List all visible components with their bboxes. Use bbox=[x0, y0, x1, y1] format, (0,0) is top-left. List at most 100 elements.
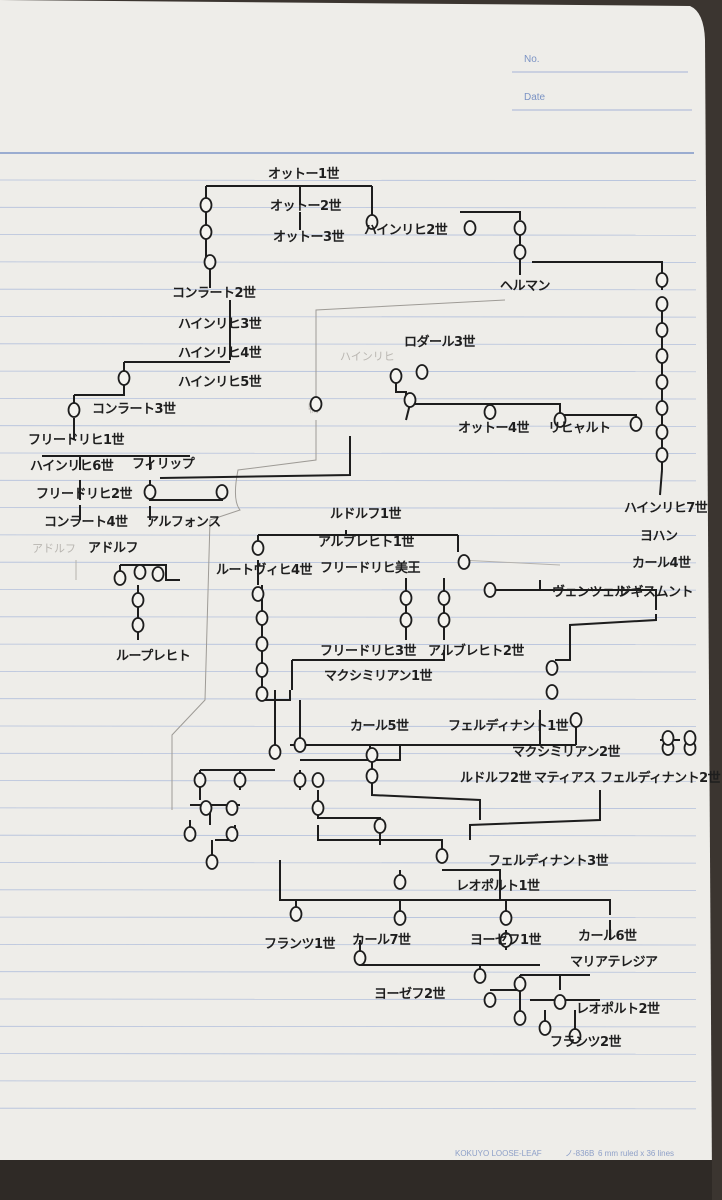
label-heinrich3: ハインリヒ3世 bbox=[178, 316, 262, 332]
tree-node bbox=[655, 424, 669, 440]
pencil-line-3 bbox=[75, 559, 561, 580]
label-leopold1: レオポルト1世 bbox=[456, 878, 540, 894]
ruled-line bbox=[0, 370, 697, 373]
ruled-line bbox=[0, 316, 697, 318]
tree-node bbox=[225, 826, 239, 842]
tree-node bbox=[683, 730, 697, 746]
label-konrad4: コンラート4世 bbox=[44, 514, 128, 530]
tree-node bbox=[151, 566, 165, 582]
label-joseph2: ヨーゼフ2世 bbox=[374, 986, 446, 1002]
tree-node bbox=[113, 570, 127, 586]
line-maximilian1 bbox=[274, 690, 301, 745]
header-date-label: Date bbox=[524, 92, 546, 103]
label-philipp: フィリップ bbox=[132, 457, 196, 472]
label-ferdinand2: フェルディナント2世 bbox=[600, 770, 721, 786]
tree-node bbox=[538, 1020, 552, 1036]
label-albrecht2: アルブレヒト2世 bbox=[428, 643, 524, 659]
line-friedrich-bel bbox=[405, 578, 445, 640]
tree-node bbox=[255, 636, 269, 652]
tree-node bbox=[483, 582, 497, 598]
pencil-line-2 bbox=[171, 420, 317, 810]
person-labels: オットー1世 オットー2世 オットー3世 ハインリヒ2世 ヘルマン コンラート2… bbox=[28, 166, 721, 1050]
label-friedrich-bel: フリードリヒ美王 bbox=[320, 560, 421, 576]
label-franz1: フランツ1世 bbox=[264, 936, 336, 952]
label-rudolf-top: ロダール3世 bbox=[404, 334, 476, 350]
tree-node bbox=[255, 662, 269, 678]
tree-node bbox=[437, 590, 451, 606]
label-konrad3: コンラート3世 bbox=[92, 401, 176, 417]
ruled-lines bbox=[0, 179, 697, 1110]
ruled-line bbox=[0, 834, 697, 837]
tree-node bbox=[365, 747, 379, 763]
ruled-line bbox=[0, 479, 697, 482]
ruled-line bbox=[0, 752, 697, 755]
tree-node bbox=[437, 612, 451, 628]
tree-node bbox=[513, 244, 527, 260]
label-rudolf1: ルドルフ1世 bbox=[330, 506, 402, 522]
tree-node bbox=[499, 910, 513, 926]
label-karl7: カール7世 bbox=[352, 932, 411, 948]
tree-node bbox=[569, 712, 583, 728]
tree-node bbox=[365, 214, 379, 230]
ruled-line bbox=[0, 1053, 697, 1055]
tree-node bbox=[203, 254, 217, 270]
label-rudolf2: ルドルフ2世 bbox=[460, 770, 532, 786]
tree-node bbox=[293, 772, 307, 788]
label-maximilian1: マクシミリアン1世 bbox=[324, 668, 433, 684]
tree-node bbox=[309, 396, 323, 412]
tree-node bbox=[133, 564, 147, 580]
ruled-line bbox=[0, 862, 697, 864]
tree-node bbox=[629, 416, 643, 432]
footer-brand: KOKUYO LOOSE-LEAF bbox=[455, 1149, 542, 1158]
label-hermann: ヘルマン bbox=[500, 279, 551, 294]
tree-node bbox=[131, 617, 145, 633]
ghost-note-1: ハインリヒ bbox=[340, 350, 395, 363]
label-heinrich7: ハインリヒ7世 bbox=[624, 500, 708, 516]
tree-node bbox=[553, 412, 567, 428]
tree-node bbox=[365, 768, 379, 784]
header-no-label: No. bbox=[524, 54, 540, 65]
tree-node bbox=[463, 220, 477, 236]
tree-node bbox=[389, 368, 403, 384]
ruled-line bbox=[0, 1107, 697, 1110]
tree-node bbox=[199, 800, 213, 816]
ruled-line bbox=[0, 206, 697, 209]
label-konrad2: コンラート2世 bbox=[172, 285, 256, 301]
label-ludwig4: ルートヴィヒ4世 bbox=[216, 562, 313, 578]
ruled-line bbox=[0, 343, 697, 345]
tree-node bbox=[655, 374, 669, 390]
ruled-line bbox=[0, 425, 697, 427]
ruled-line bbox=[0, 671, 697, 673]
label-karl4: カール4世 bbox=[632, 555, 691, 571]
tree-node bbox=[403, 392, 417, 408]
label-ferdinand3: フェルディナント3世 bbox=[488, 853, 609, 869]
label-maximilian2: マクシミリアン2世 bbox=[512, 744, 621, 760]
label-wenzel: ヴェンツェル bbox=[552, 584, 628, 600]
tree-node bbox=[568, 1028, 582, 1044]
label-friedrich3: フリードリヒ3世 bbox=[320, 643, 417, 659]
tree-node bbox=[311, 800, 325, 816]
tree-node bbox=[655, 447, 669, 463]
label-otto3: オットー3世 bbox=[273, 229, 345, 245]
ruled-line bbox=[0, 452, 697, 455]
ruled-line bbox=[0, 1080, 697, 1082]
line-h6-philipp bbox=[42, 455, 190, 470]
tree-node bbox=[268, 744, 282, 760]
line-rudolf1 bbox=[257, 530, 459, 552]
tree-node bbox=[293, 737, 307, 753]
label-otto4: オットー4世 bbox=[458, 420, 530, 436]
tree-node bbox=[233, 772, 247, 788]
label-friedrich1: フリードリヒ1世 bbox=[28, 432, 125, 448]
ruled-line bbox=[0, 288, 697, 291]
label-adolf: アドルフ bbox=[88, 541, 138, 556]
label-friedrich2: フリードリヒ2世 bbox=[36, 486, 133, 502]
label-sigismund: ジギスムント bbox=[618, 584, 693, 600]
line-sigismund bbox=[555, 614, 657, 661]
tree-node bbox=[251, 540, 265, 556]
tree-node bbox=[553, 994, 567, 1010]
label-ruprecht: ループレヒト bbox=[116, 649, 190, 664]
tree-node bbox=[483, 404, 497, 420]
ruled-line bbox=[0, 397, 697, 400]
tree-node bbox=[393, 874, 407, 890]
